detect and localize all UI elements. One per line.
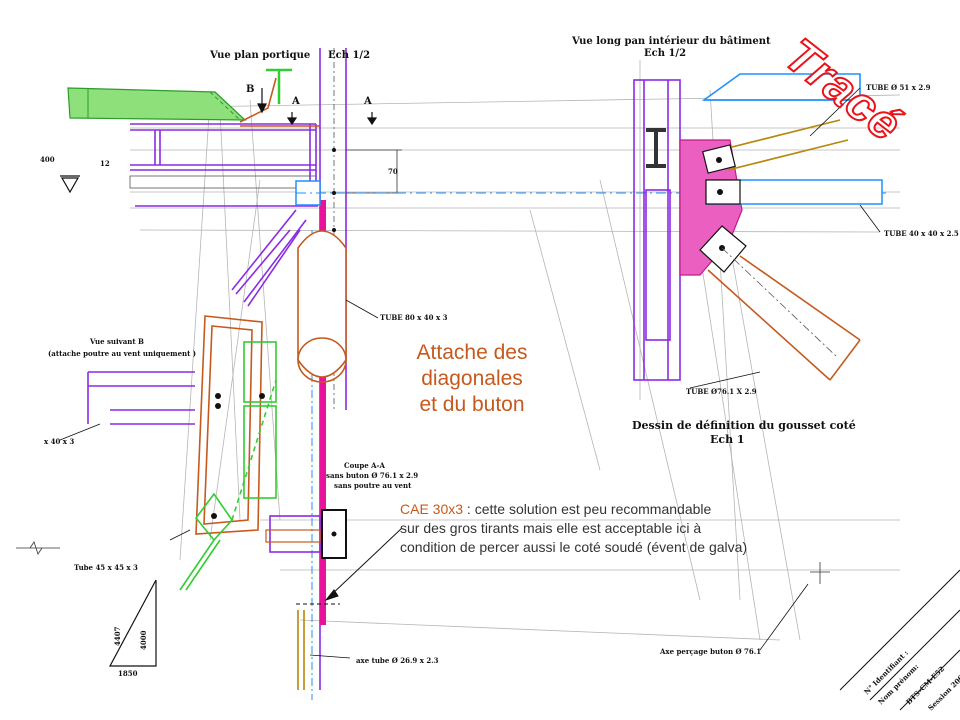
beam-green-topleft bbox=[67, 87, 247, 121]
label-tube-761: TUBE Ø76.1 X 2.9 bbox=[686, 387, 757, 396]
label-coupe-1: Coupe A-A bbox=[344, 461, 385, 470]
beam-blue-topright bbox=[701, 73, 861, 101]
title-block-lines bbox=[839, 569, 960, 711]
label-coupe-3: sans poutre au vent bbox=[334, 481, 412, 490]
vue-b-green-members bbox=[179, 341, 277, 591]
crosshairs bbox=[16, 541, 830, 584]
tube-gold-upper bbox=[702, 119, 849, 174]
label-ech-top: Ech 1/2 bbox=[328, 50, 371, 61]
diagonal-purple bbox=[231, 209, 307, 307]
note-line-3: condition de percer aussi le coté soudé … bbox=[400, 539, 748, 555]
label-vue-b-2: (attache poutre au vent uniquement ) bbox=[48, 349, 197, 358]
coupe-aa bbox=[265, 509, 351, 690]
label-section-b: B bbox=[246, 84, 255, 95]
beam-orange-flange bbox=[239, 77, 320, 127]
vue-b-beam bbox=[87, 371, 195, 425]
note-cae-term: CAE 30x3 bbox=[400, 501, 464, 517]
label-dim-400: 400 bbox=[40, 155, 55, 164]
label-coupe-2: sans buton Ø 76.1 x 2.9 bbox=[326, 471, 419, 480]
label-axe-percage: Axe perçage buton Ø 76.1 bbox=[660, 647, 762, 656]
note-arrow bbox=[324, 527, 403, 602]
label-tube-top-right: TUBE Ø 51 x 2.9 bbox=[866, 83, 931, 92]
label-axe-tube: axe tube Ø 26.9 x 2.3 bbox=[356, 656, 439, 665]
slope-triangle bbox=[108, 579, 157, 667]
label-dessin-2: Ech 1 bbox=[710, 433, 745, 446]
label-vue-long-1: Vue long pan intérieur du bâtiment bbox=[572, 36, 771, 47]
beam-purple-left bbox=[129, 123, 318, 207]
label-dim-4407: 4407 bbox=[113, 626, 122, 646]
label-dessin-1: Dessin de définition du gousset coté bbox=[632, 419, 856, 432]
tube-blue-right bbox=[705, 179, 883, 205]
label-vue-plan: Vue plan portique bbox=[210, 50, 311, 61]
tube-orange-lower bbox=[699, 225, 861, 381]
leader-lines bbox=[59, 87, 881, 651]
right-column-ibeam bbox=[646, 128, 666, 168]
label-vue-b-1: Vue suivant B bbox=[90, 337, 144, 346]
label-dim-40: x 40 x 3 bbox=[44, 437, 75, 446]
label-tube-80: TUBE 80 x 40 x 3 bbox=[380, 313, 448, 322]
label-section-a-left: A bbox=[292, 96, 300, 107]
callout-attache: Attache des diagonales et du buton bbox=[392, 340, 552, 418]
callout-line-1: Attache des bbox=[416, 341, 528, 364]
label-section-a-right: A bbox=[364, 96, 372, 107]
label-vue-long-2: Ech 1/2 bbox=[644, 48, 687, 59]
label-dim-4000: 4000 bbox=[139, 630, 148, 650]
note-line-2: sur des gros tirants mais elle est accep… bbox=[400, 520, 702, 536]
label-dim-1850: 1850 bbox=[118, 669, 138, 678]
label-tube-45: Tube 45 x 45 x 3 bbox=[74, 563, 138, 572]
callout-line-2: diagonales bbox=[421, 367, 523, 390]
label-tube-40: TUBE 40 x 40 x 2.5 bbox=[884, 229, 959, 238]
tube-80x40 bbox=[297, 230, 379, 383]
i-section-green bbox=[266, 68, 292, 104]
right-column bbox=[633, 79, 681, 381]
note-line-1: : cette solution est peu recommandable bbox=[463, 501, 712, 517]
section-arrows bbox=[60, 88, 378, 194]
note-cae: CAE 30x3 : cette solution est peu recomm… bbox=[400, 500, 747, 557]
label-dim-12: 12 bbox=[100, 159, 110, 168]
vue-b-plate bbox=[195, 315, 265, 535]
callout-line-3: et du buton bbox=[419, 393, 525, 416]
label-dim-70: 70 bbox=[388, 167, 398, 176]
dim-70 bbox=[346, 149, 402, 194]
